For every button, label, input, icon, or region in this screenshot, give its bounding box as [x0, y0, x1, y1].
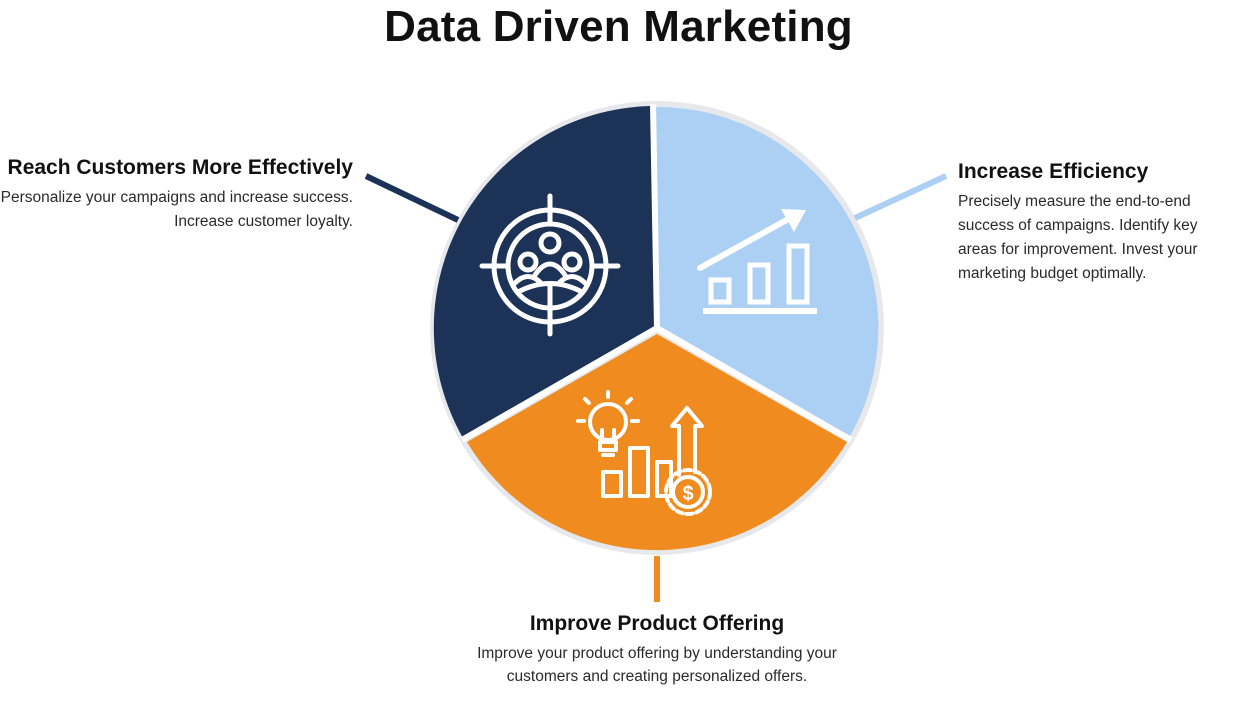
connector-line-right [853, 173, 948, 221]
improve-product-text: Improve your product offering by underst… [477, 645, 837, 685]
growth-chart-icon [697, 209, 817, 314]
increase-efficiency-heading: Increase Efficiency [958, 160, 1149, 183]
reach-customers-block: Reach Customers More Effectively Persona… [0, 156, 353, 234]
segment-improve-product [467, 334, 847, 551]
reach-customers-heading: Reach Customers More Effectively [7, 156, 353, 179]
page-title: Data Driven Marketing [384, 2, 853, 51]
idea-growth-icon: $ [576, 390, 712, 516]
segment-divider [460, 325, 659, 443]
improve-product-block: Improve Product Offering Improve your pr… [470, 612, 844, 688]
segment-divider [655, 325, 853, 443]
improve-product-heading: Improve Product Offering [529, 612, 785, 635]
reach-customers-text: Personalize your campaigns and increase … [0, 189, 353, 230]
target-people-icon [479, 193, 621, 337]
increase-efficiency-text: Precisely measure the end-to-end success… [958, 193, 1198, 282]
svg-text:$: $ [682, 483, 693, 505]
segment-reach-customers [433, 106, 657, 438]
increase-efficiency-block: Increase Efficiency Precisely measure th… [958, 160, 1234, 286]
connector-line-left [364, 173, 460, 223]
segment-divider [650, 103, 660, 329]
